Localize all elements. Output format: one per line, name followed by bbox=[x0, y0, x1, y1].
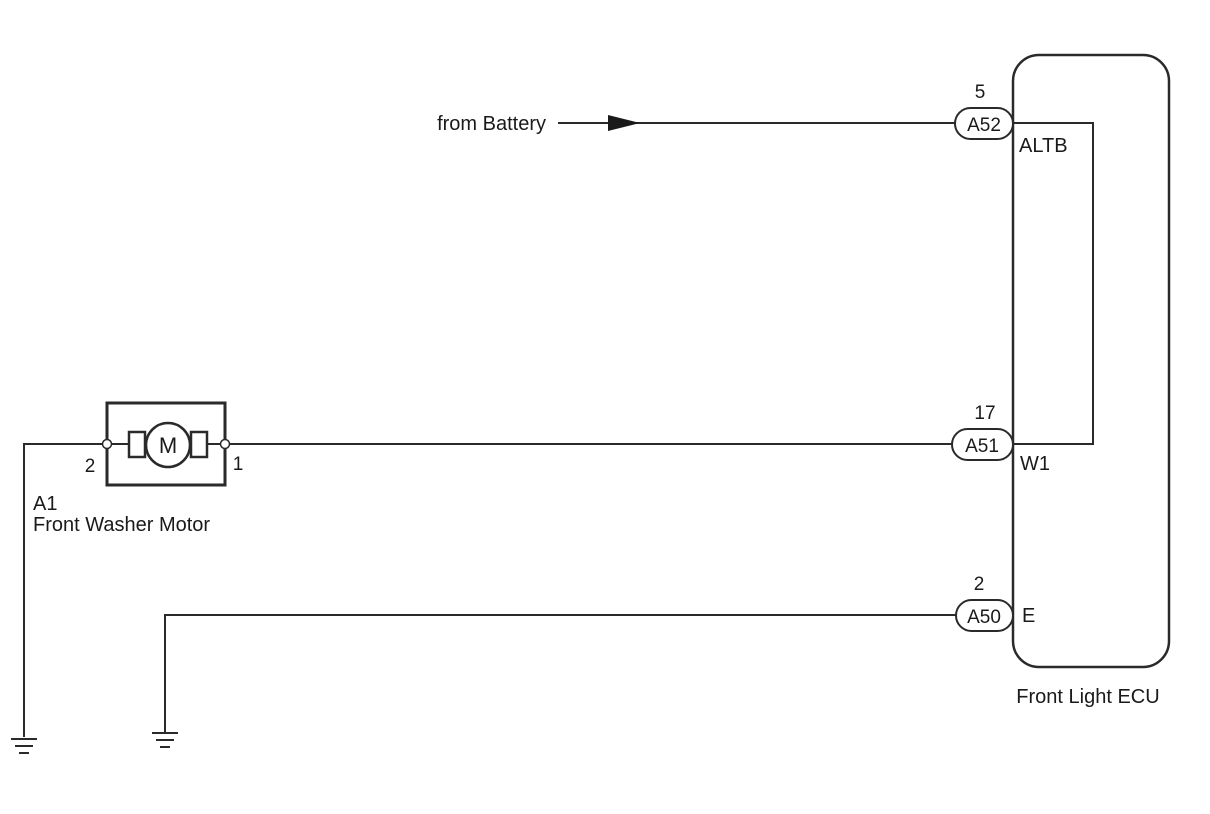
connector-a51-pin: 17 bbox=[974, 403, 995, 424]
ecu-internal-wire bbox=[1013, 122, 1094, 445]
ecu-body bbox=[1011, 53, 1171, 669]
connector-a52: A52 bbox=[954, 107, 1014, 140]
connector-a51: A51 bbox=[951, 428, 1014, 461]
motor-pin-right: 1 bbox=[233, 454, 244, 475]
ecu-ground-wire bbox=[164, 614, 956, 733]
motor-icon: M bbox=[101, 401, 231, 487]
arrow-icon bbox=[608, 115, 640, 131]
connector-a52-pin: 5 bbox=[975, 82, 986, 103]
battery-label: from Battery bbox=[437, 113, 546, 135]
connector-a50-pin: 2 bbox=[974, 574, 985, 595]
ground-icon bbox=[152, 732, 178, 748]
ecu-name: Front Light ECU bbox=[1016, 686, 1159, 708]
connector-a50: A50 bbox=[955, 599, 1014, 632]
motor-pin-left: 2 bbox=[85, 456, 96, 477]
connector-a50-label: A50 bbox=[967, 607, 1001, 628]
motor-name: Front Washer Motor bbox=[33, 514, 210, 536]
motor-id: A1 bbox=[33, 493, 57, 515]
ecu-terminal-altb: ALTB bbox=[1019, 135, 1068, 157]
connector-a51-label: A51 bbox=[965, 436, 999, 457]
ground-icon bbox=[11, 738, 37, 754]
motor-symbol: M bbox=[159, 433, 177, 458]
ecu-terminal-e: E bbox=[1022, 605, 1035, 627]
ecu-terminal-w1: W1 bbox=[1020, 453, 1050, 475]
motor-ground-wire bbox=[23, 443, 106, 737]
connector-a52-label: A52 bbox=[967, 115, 1001, 136]
